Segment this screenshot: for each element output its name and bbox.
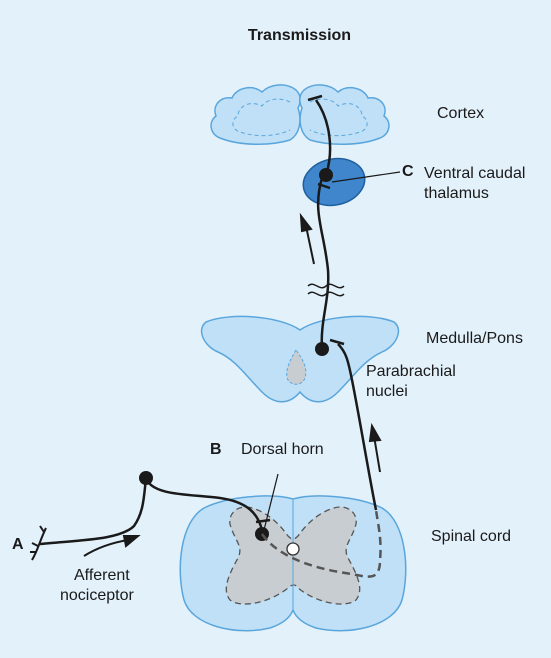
- dorsal-horn-label: Dorsal horn: [241, 441, 324, 458]
- thalamus-label-line2: thalamus: [424, 185, 489, 202]
- nerve-ending: [30, 525, 47, 561]
- spinal-central-canal: [286, 542, 300, 556]
- spinothalamic-crossing: [260, 509, 382, 578]
- afferent-label-line1: Afferent: [74, 567, 130, 584]
- medulla-label: Medulla/Pons: [426, 330, 523, 347]
- label-b: B: [210, 441, 222, 458]
- break-mark: [307, 283, 345, 297]
- ascending-tract: [337, 343, 378, 511]
- label-a: A: [12, 536, 24, 553]
- thalamus-label-line1: Ventral caudal: [424, 165, 526, 182]
- thalamus-synapse-terminal: [317, 182, 331, 190]
- parabrachial-synapse-terminal: [329, 338, 345, 346]
- cortical-projection: [314, 99, 332, 176]
- cortex-shape: [210, 84, 390, 146]
- cortex-inner-dashes: [232, 98, 368, 137]
- afferent-cell-body: [139, 471, 153, 485]
- spinal-cord-label: Spinal cord: [431, 528, 512, 545]
- parabrachial-label-line1: Parabrachial: [366, 363, 456, 380]
- fourth-ventricle-shape: [286, 349, 307, 385]
- parabrachial-label-line2: nuclei: [366, 383, 408, 400]
- cortex-synapse-terminal: [307, 94, 323, 102]
- dorsal-horn-synapse-terminal: [255, 518, 271, 524]
- arrow-up-icon: [299, 212, 315, 265]
- cortex-label: Cortex: [437, 105, 485, 122]
- arrow-right-icon: [83, 535, 141, 557]
- diagram-title: Transmission: [247, 27, 352, 44]
- afferent-label-line2: nociceptor: [60, 587, 134, 604]
- leader-line-b: [263, 473, 279, 531]
- thalamic-projection: [316, 177, 330, 350]
- label-c: C: [402, 163, 414, 180]
- leader-line-c: [331, 171, 401, 183]
- arrow-up-icon: [368, 422, 382, 473]
